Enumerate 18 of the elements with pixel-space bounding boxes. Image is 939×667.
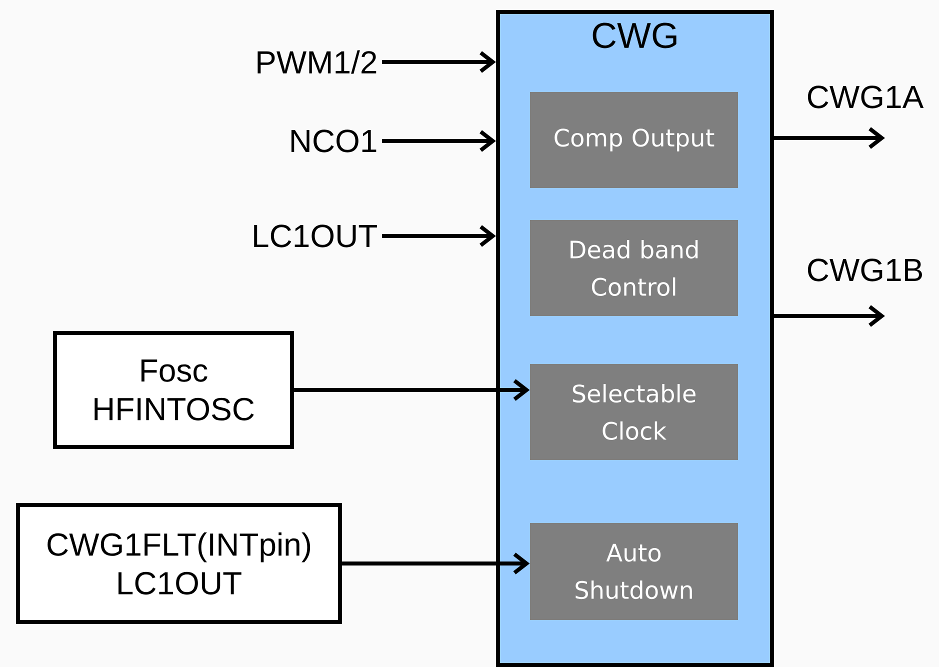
edge-label: CWG1B [808, 258, 922, 282]
signal-label: LC1OUT [254, 224, 377, 248]
function-block: Auto Shutdown [530, 522, 738, 620]
arrow [774, 127, 885, 149]
signal-label: PWM1/2 [258, 50, 376, 74]
arrow [294, 379, 530, 401]
function-block: Dead band Control [530, 220, 738, 316]
arrow [382, 225, 496, 247]
source-box: CWG1FLT(INTpin) LC1OUT [16, 502, 342, 624]
arrow [774, 305, 885, 327]
function-block: Selectable Clock [530, 364, 738, 460]
function-block: Comp Output [530, 92, 738, 188]
arrow [342, 552, 530, 574]
arrow [382, 130, 496, 152]
source-box: Fosc HFINTOSC [52, 331, 294, 449]
signal-label: NCO1 [291, 130, 376, 152]
arrow [382, 51, 496, 73]
edge-label: CWG1A [808, 86, 924, 108]
